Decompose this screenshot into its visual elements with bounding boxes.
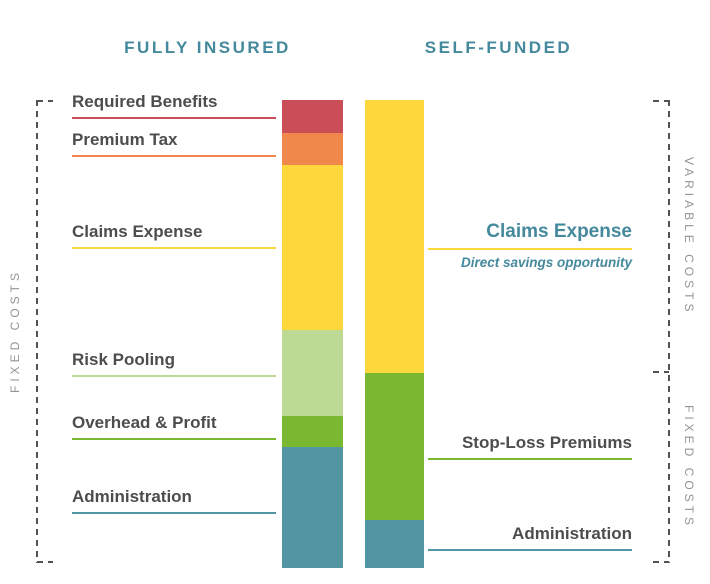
- bar-segment-claims-expense: [282, 165, 343, 330]
- left-bracket-bottom-tick: [37, 561, 53, 563]
- bar-segment-overhead-profit: [282, 416, 343, 447]
- bar-segment-administration: [282, 447, 343, 568]
- right-bracket-bottom-tick: [653, 561, 669, 563]
- right-bracket-top-tick: [653, 100, 669, 102]
- label-administration-left: Administration: [72, 481, 276, 514]
- bar-segment-claims-expense: [365, 100, 424, 373]
- bar-segment-administration: [365, 520, 424, 568]
- label-claims-expense-left: Claims Expense: [72, 216, 276, 249]
- label-claims-expense-right: Claims Expense: [428, 217, 632, 250]
- right-bracket-middle-tick: [653, 371, 669, 373]
- label-premium-tax: Premium Tax: [72, 124, 276, 157]
- label-risk-pooling: Risk Pooling: [72, 344, 276, 377]
- label-stop-loss-premiums: Stop-Loss Premiums: [428, 427, 632, 460]
- claims-expense-subtitle: Direct savings opportunity: [460, 255, 632, 270]
- left-bracket-top-tick: [37, 100, 53, 102]
- right-bracket-line: [668, 100, 670, 563]
- self-funded-header: SELF-FUNDED: [424, 38, 573, 57]
- label-administration-right: Administration: [428, 518, 632, 551]
- fully-insured-header: FULLY INSURED: [124, 38, 291, 57]
- fully-insured-bar: [282, 100, 343, 568]
- label-required-benefits: Required Benefits: [72, 86, 276, 119]
- bar-segment-required-benefits: [282, 100, 343, 133]
- bar-segment-stop-loss-premiums: [365, 373, 424, 520]
- self-funded-bar: [365, 100, 424, 568]
- right-variable-costs-caption: VARIABLE COSTS: [682, 156, 696, 316]
- left-fixed-costs-caption: FIXED COSTS: [8, 269, 22, 394]
- bar-segment-risk-pooling: [282, 330, 343, 416]
- right-fixed-costs-caption: FIXED COSTS: [682, 405, 696, 530]
- bar-segment-premium-tax: [282, 133, 343, 165]
- label-overhead-profit: Overhead & Profit: [72, 407, 276, 440]
- left-bracket-line: [36, 100, 38, 563]
